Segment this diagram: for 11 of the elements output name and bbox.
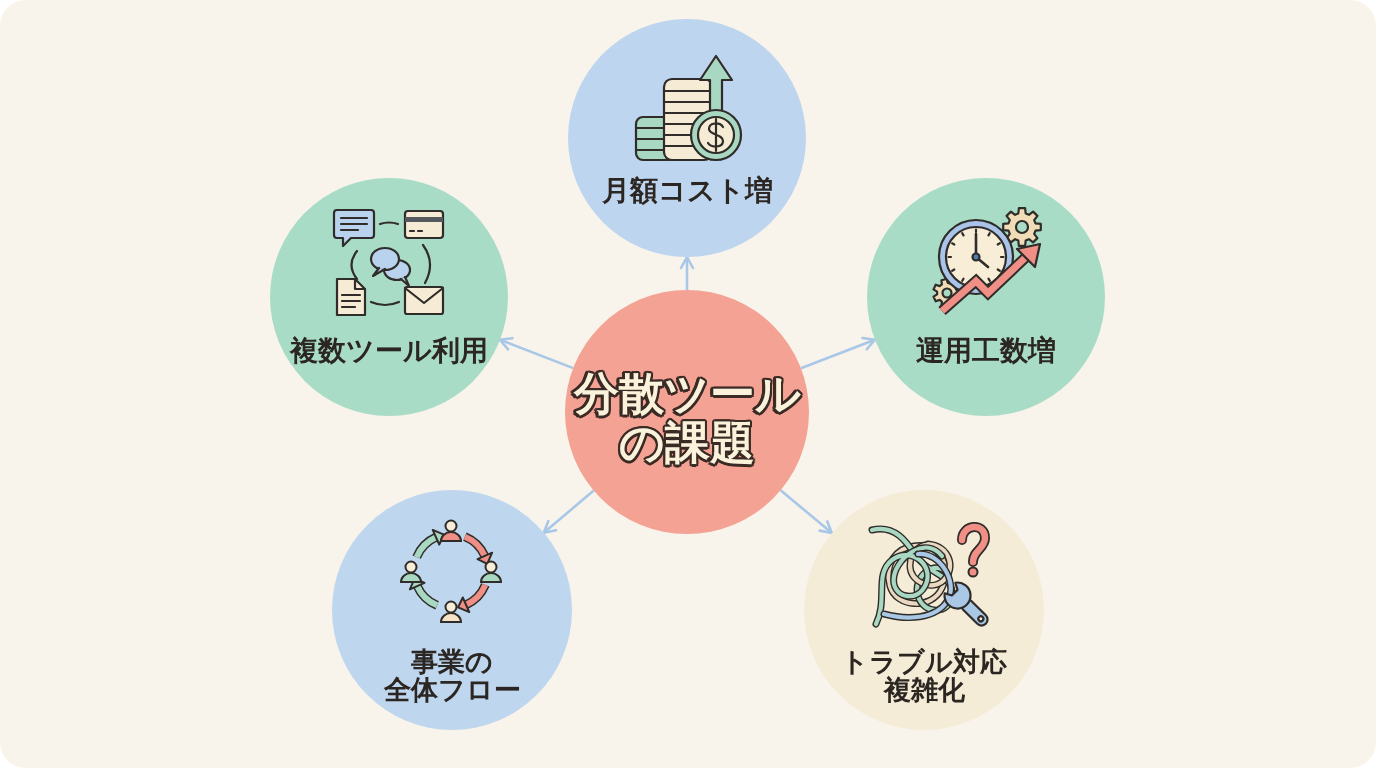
arrow — [542, 489, 595, 534]
topic-label: 月額コスト増 — [601, 175, 773, 207]
arrow — [679, 255, 695, 290]
arrow — [800, 336, 877, 370]
hub-title: 分散ツールの課題 — [573, 370, 801, 468]
topic-label: 事業の全体フロー — [383, 647, 521, 705]
topic-label: 運用工数増 — [916, 335, 1056, 367]
arrow — [779, 489, 834, 535]
topic-label: 複数ツール利用 — [290, 335, 488, 367]
topic-label: トラブル対応複雑化 — [841, 647, 1007, 705]
arrow — [498, 336, 574, 370]
